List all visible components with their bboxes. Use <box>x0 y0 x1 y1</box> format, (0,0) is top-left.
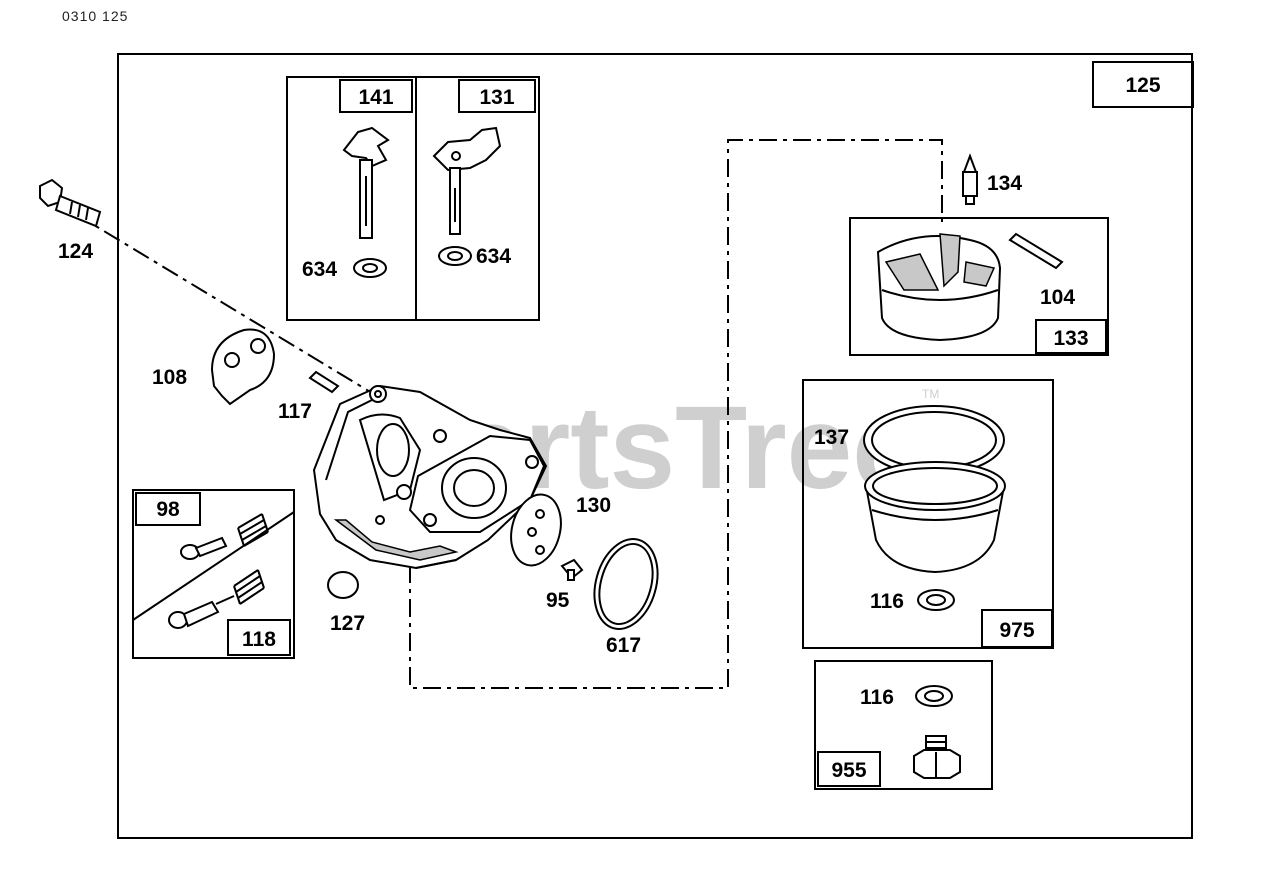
bolt-leader-line <box>45 195 373 394</box>
label-617: 617 <box>606 634 641 657</box>
float-pin-104 <box>1008 232 1064 270</box>
gasket-108 <box>210 328 276 406</box>
washer-116-b <box>915 685 953 707</box>
gasket-130 <box>510 493 562 567</box>
label-134: 134 <box>987 172 1022 195</box>
label-124: 124 <box>58 240 93 263</box>
label-127: 127 <box>330 612 365 635</box>
label-634-b: 634 <box>476 245 511 268</box>
svg-text:125: 125 <box>1125 74 1160 97</box>
kit-133-tag: 133 <box>1053 327 1088 350</box>
label-116-a: 116 <box>870 590 904 613</box>
washer-116-a <box>917 589 955 611</box>
bowl-leader-line <box>409 139 943 689</box>
idle-screw-98 <box>180 536 228 560</box>
diagram-code: 0310 125 <box>62 8 129 24</box>
label-108: 108 <box>152 366 187 389</box>
inlet-needle-134 <box>962 153 978 205</box>
float-bowl <box>864 461 1006 574</box>
label-116-b: 116 <box>860 686 894 709</box>
mixture-screw-118 <box>168 595 235 629</box>
washer-634-a <box>353 258 387 278</box>
kit-98-tag: 98 <box>156 498 180 521</box>
float-bowl-kit-975: 975 137 116 <box>802 379 1054 649</box>
spring-98 <box>237 513 269 547</box>
spring-118 <box>233 569 265 605</box>
main-assembly-tag: 125 <box>1092 61 1194 108</box>
throttle-shaft-kits: 141 131 634 634 <box>286 76 540 321</box>
bowl-nut <box>913 735 961 779</box>
pin-117 <box>308 370 340 394</box>
kit-975-tag: 975 <box>999 619 1034 642</box>
carburetor-body <box>312 384 548 570</box>
bowl-nut-kit-955: 955 116 <box>814 660 993 790</box>
label-634-a: 634 <box>302 258 337 281</box>
label-117: 117 <box>278 400 312 423</box>
adjusting-screw-kits: 98 118 <box>132 489 295 659</box>
label-95: 95 <box>546 589 570 612</box>
label-104: 104 <box>1040 286 1075 309</box>
screw-95 <box>560 558 584 581</box>
welch-plug-127 <box>327 571 359 599</box>
bolt-124 <box>39 178 102 228</box>
label-130: 130 <box>576 494 611 517</box>
choke-shaft-131 <box>432 126 502 235</box>
o-ring-617 <box>593 538 659 630</box>
kit-141-tag: 141 <box>358 86 393 109</box>
kit-118-tag: 118 <box>242 628 276 651</box>
washer-634-b <box>438 246 472 266</box>
watermark-tm: TM <box>922 387 939 401</box>
float-133 <box>876 233 1002 342</box>
throttle-shaft-141 <box>342 126 390 239</box>
label-137: 137 <box>814 426 849 449</box>
main-frame <box>117 53 1193 839</box>
float-kit-133: 133 104 <box>849 217 1109 356</box>
kit-131-tag: 131 <box>479 86 514 109</box>
kit-955-tag: 955 <box>831 759 866 782</box>
